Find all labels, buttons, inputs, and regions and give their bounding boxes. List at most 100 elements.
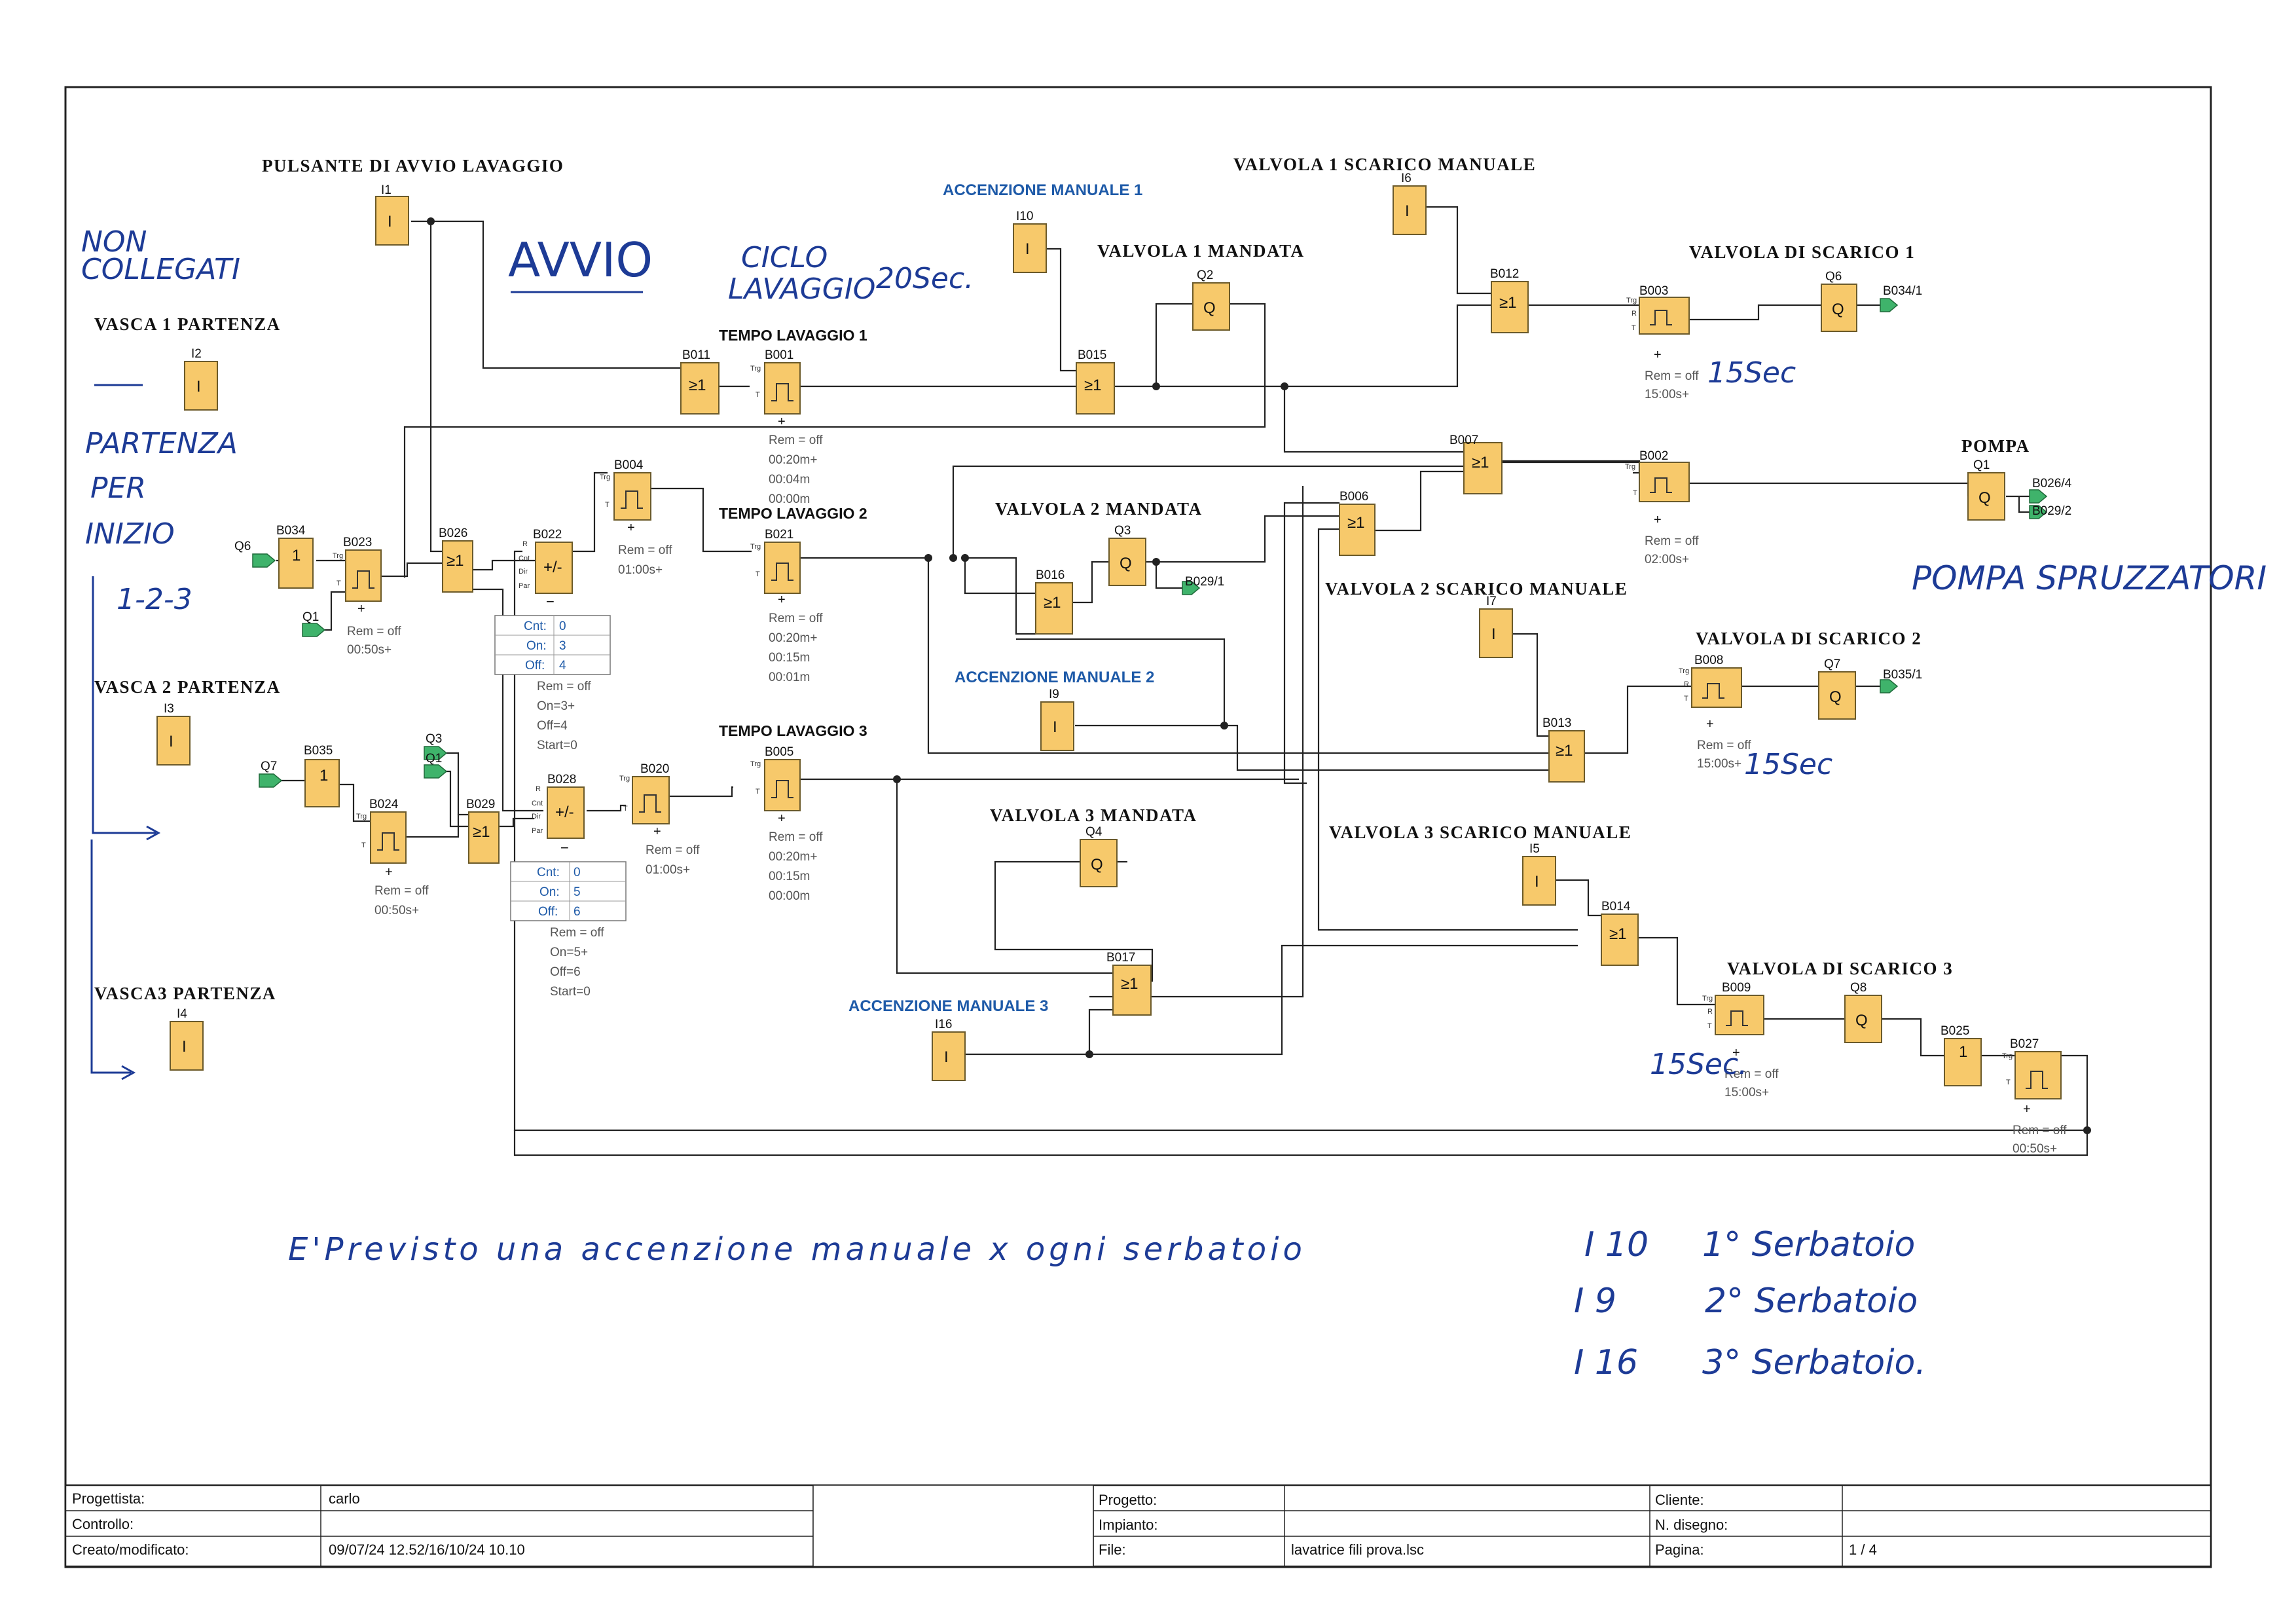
input-I9[interactable]: II9: [1040, 688, 1074, 751]
input-I4[interactable]: II4: [170, 1007, 204, 1071]
block-label: B020: [640, 762, 669, 776]
pin-label: Trg: [750, 365, 761, 373]
expand-icon[interactable]: +: [1732, 1046, 1740, 1060]
input-I3[interactable]: II3: [156, 702, 191, 766]
input-symbol: I: [388, 213, 392, 231]
svg-text:00:20m+: 00:20m+: [769, 850, 817, 864]
output-Q7[interactable]: QQ7: [1818, 657, 1856, 720]
svg-text:LAVAGGIO: LAVAGGIO: [728, 272, 875, 306]
pin-label: T: [1684, 695, 1688, 703]
expand-icon[interactable]: +: [778, 811, 786, 826]
output-Q3[interactable]: QQ3: [1108, 524, 1146, 586]
svg-text:Rem = off: Rem = off: [769, 830, 823, 844]
title-valvola2-mandata: VALVOLA 2 MANDATA: [995, 499, 1203, 519]
svg-text:0: 0: [574, 866, 581, 879]
handwritten-notes: NON COLLEGATI AVVIO CICLO LAVAGGIO 20Sec…: [81, 225, 2267, 1382]
input-I5[interactable]: II5: [1522, 842, 1556, 906]
expand-icon[interactable]: +: [385, 865, 393, 879]
block-label: Q6: [1825, 270, 1842, 284]
tb-pagina-label: Pagina:: [1655, 1541, 1704, 1558]
output-symbol: Q: [1855, 1012, 1868, 1029]
output-symbol: Q: [1978, 489, 1991, 507]
block-label: I16: [935, 1018, 952, 1031]
svg-text:INIZIO: INIZIO: [85, 517, 175, 551]
input-I6[interactable]: II6: [1393, 172, 1427, 235]
pin-label: Dir: [532, 813, 541, 821]
pin-label: T: [756, 788, 760, 796]
output-Q1[interactable]: QQ1: [1967, 458, 2005, 521]
svg-text:Off:: Off:: [538, 905, 558, 919]
block-label: B009: [1722, 981, 1751, 995]
svg-text:Rem = off: Rem = off: [769, 434, 823, 447]
expand-icon[interactable]: +: [2023, 1102, 2031, 1116]
expand-icon[interactable]: +: [653, 824, 661, 839]
svg-text:Rem = off: Rem = off: [537, 680, 591, 693]
collapse-icon[interactable]: −: [560, 840, 569, 856]
svg-text:Cnt:: Cnt:: [537, 866, 560, 879]
flag-B029-2: B029/2: [2029, 504, 2071, 519]
pin-label: Trg: [750, 760, 761, 768]
svg-text:Rem = off: Rem = off: [1645, 369, 1699, 383]
expand-icon[interactable]: +: [1654, 513, 1662, 527]
input-symbol: I: [1053, 718, 1057, 736]
expand-icon[interactable]: +: [778, 415, 786, 429]
flag-Q3-left: Q3: [424, 732, 448, 760]
expand-icon[interactable]: +: [1706, 717, 1714, 731]
block-label: B017: [1106, 951, 1135, 965]
output-Q8[interactable]: QQ8: [1844, 981, 1882, 1043]
output-Q4[interactable]: QQ4: [1080, 825, 1118, 887]
expand-icon[interactable]: +: [1654, 348, 1662, 362]
expand-icon[interactable]: +: [778, 593, 786, 607]
block-label: Q7: [1824, 657, 1840, 671]
expand-icon[interactable]: +: [627, 521, 635, 535]
svg-text:POMPA SPRUZZATORI: POMPA SPRUZZATORI: [1912, 559, 2267, 597]
input-I1[interactable]: II1: [375, 183, 409, 246]
svg-text:3: 3: [559, 639, 566, 653]
svg-text:00:00m: 00:00m: [769, 889, 810, 903]
output-Q6[interactable]: QQ6: [1821, 270, 1857, 332]
expand-icon[interactable]: +: [357, 602, 365, 616]
svg-text:Rem = off: Rem = off: [1645, 534, 1699, 548]
flag-Q6-left: Q6: [234, 540, 276, 568]
tb-pagina: 1 / 4: [1849, 1541, 1877, 1558]
input-I7[interactable]: II7: [1479, 595, 1513, 658]
input-symbol: I: [1405, 202, 1410, 220]
section-titles: PULSANTE DI AVVIO LAVAGGIO VASCA 1 PARTE…: [94, 155, 2029, 1015]
input-I2[interactable]: II2: [184, 347, 218, 411]
pin-label: Cnt: [519, 555, 530, 563]
collapse-icon[interactable]: −: [546, 593, 555, 610]
output-Q2[interactable]: QQ2: [1192, 268, 1230, 331]
svg-text:Rem = off: Rem = off: [550, 926, 604, 940]
